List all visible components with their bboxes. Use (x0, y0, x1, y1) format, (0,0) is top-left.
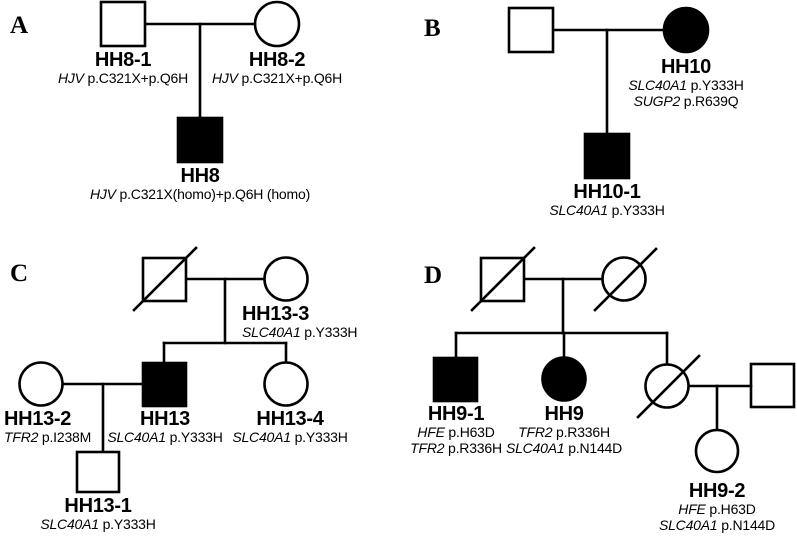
label-HH13-4: HH13-4 SLC40A1 p.Y333H (232, 408, 348, 446)
name-HH13-1: HH13-1 (64, 495, 132, 517)
symbol-HH13-father (141, 256, 188, 303)
panel-letter-d: D (424, 262, 443, 289)
label-HH9: HH9 TFR2 p.R336H SLC40A1 p.N144D (506, 404, 622, 455)
deceased-slash-HH13-father (132, 246, 198, 312)
label-HH8: HH8 HJV p.C321X(homo)+p.Q6H (homo) (90, 166, 310, 202)
mutation-HH10-0: SLC40A1 p.Y333H (628, 77, 744, 94)
symbol-HH9-sister (644, 363, 690, 409)
panel-letter-a: A (10, 12, 29, 39)
symbol-HH10-father (507, 6, 555, 54)
name-HH13-2: HH13-2 (4, 408, 72, 430)
symbol-HH10-1 (583, 132, 631, 180)
mutation-HH9-2-0: HFE p.H63D (678, 501, 756, 518)
label-HH13-1: HH13-1 SLC40A1 p.Y333H (40, 495, 156, 533)
symbol-HH9-1 (432, 356, 479, 403)
panel-letter-c: C (10, 260, 29, 287)
symbol-HH13-4 (263, 361, 309, 407)
name-HH13-4: HH13-4 (256, 408, 324, 430)
mutation-HH13-2-0: TFR2 p.I238M (4, 429, 92, 446)
symbol-HH13-2 (18, 361, 64, 407)
panel-c-graphics (18, 246, 309, 494)
label-HH9-1: HH9-1 HFE p.H63D TFR2 p.R336H (410, 404, 502, 455)
name-HH10-1: HH10-1 (573, 181, 641, 203)
mutation-HH8-1-0: HJV p.C321X+p.Q6H (57, 70, 189, 87)
deceased-slash-HH9-father (470, 246, 536, 312)
name-HH8: HH8 (180, 165, 220, 187)
mutation-HH10-1: SUGP2 p.R639Q (633, 92, 739, 109)
mutation-HH8-0: HJV p.C321X(homo)+p.Q6H (homo) (89, 186, 311, 203)
symbol-HH9-brother-in-law (749, 362, 796, 409)
name-HH8-2: HH8-2 (248, 49, 306, 71)
label-HH9-2: HH9-2 HFE p.H63D SLC40A1 p.N144D (659, 481, 775, 532)
mutation-HH8-2-0: HJV p.C321X+p.Q6H (211, 70, 343, 87)
label-HH13-2: HH13-2 TFR2 p.I238M (4, 409, 91, 445)
mutation-HH13-1-0: SLC40A1 p.Y333H (40, 516, 156, 533)
label-HH10-1: HH10-1 SLC40A1 p.Y333H (549, 181, 665, 219)
name-HH8-1: HH8-1 (94, 49, 152, 71)
deceased-slash-HH9-mother (593, 247, 658, 312)
name-HH9-2: HH9-2 (688, 480, 746, 502)
name-HH13: HH13 (140, 408, 190, 430)
mutation-HH9-1: SLC40A1 p.N144D (505, 439, 623, 456)
name-HH13-3: HH13-3 (242, 303, 310, 325)
symbol-HH8-1 (99, 0, 147, 48)
symbol-HH9-father (479, 256, 526, 303)
mutation-HH13-3-0: SLC40A1 p.Y333H (242, 324, 358, 341)
deceased-slash-HH9-sister (636, 354, 701, 419)
label-HH13-3: HH13-3 SLC40A1 p.Y333H (242, 303, 358, 341)
mutation-HH9-1-1: TFR2 p.R336H (410, 439, 502, 456)
symbol-HH9-2 (694, 428, 740, 474)
name-HH9-1: HH9-1 (427, 403, 485, 425)
mutation-HH10-1-0: SLC40A1 p.Y333H (549, 202, 665, 219)
symbol-HH13-1 (75, 450, 121, 494)
symbol-HH10 (662, 6, 710, 54)
symbol-HH13-3 (263, 256, 309, 302)
mutation-HH9-0: TFR2 p.R336H (518, 424, 610, 441)
name-HH9: HH9 (544, 403, 584, 425)
mutation-HH9-1-0: HFE p.H63D (417, 424, 495, 441)
label-HH13: HH13 SLC40A1 p.Y333H (107, 408, 223, 446)
mutation-HH13-4-0: SLC40A1 p.Y333H (232, 429, 348, 446)
label-HH8-2: HH8-2 HJV p.C321X+p.Q6H (212, 50, 342, 86)
symbol-HH8-2 (253, 0, 301, 48)
mutation-HH13-0: SLC40A1 p.Y333H (107, 429, 223, 446)
symbol-HH8 (176, 116, 224, 164)
symbol-HH13 (141, 361, 188, 408)
symbol-HH9-mother (601, 256, 647, 302)
name-HH10: HH10 (661, 56, 711, 78)
label-HH8-1: HH8-1 HJV p.C321X+p.Q6H (58, 50, 188, 86)
label-HH10: HH10 SLC40A1 p.Y333H SUGP2 p.R639Q (628, 56, 744, 109)
panel-letter-b: B (424, 15, 441, 42)
mutation-HH9-2-1: SLC40A1 p.N144D (658, 516, 776, 533)
symbol-HH9 (541, 356, 587, 402)
